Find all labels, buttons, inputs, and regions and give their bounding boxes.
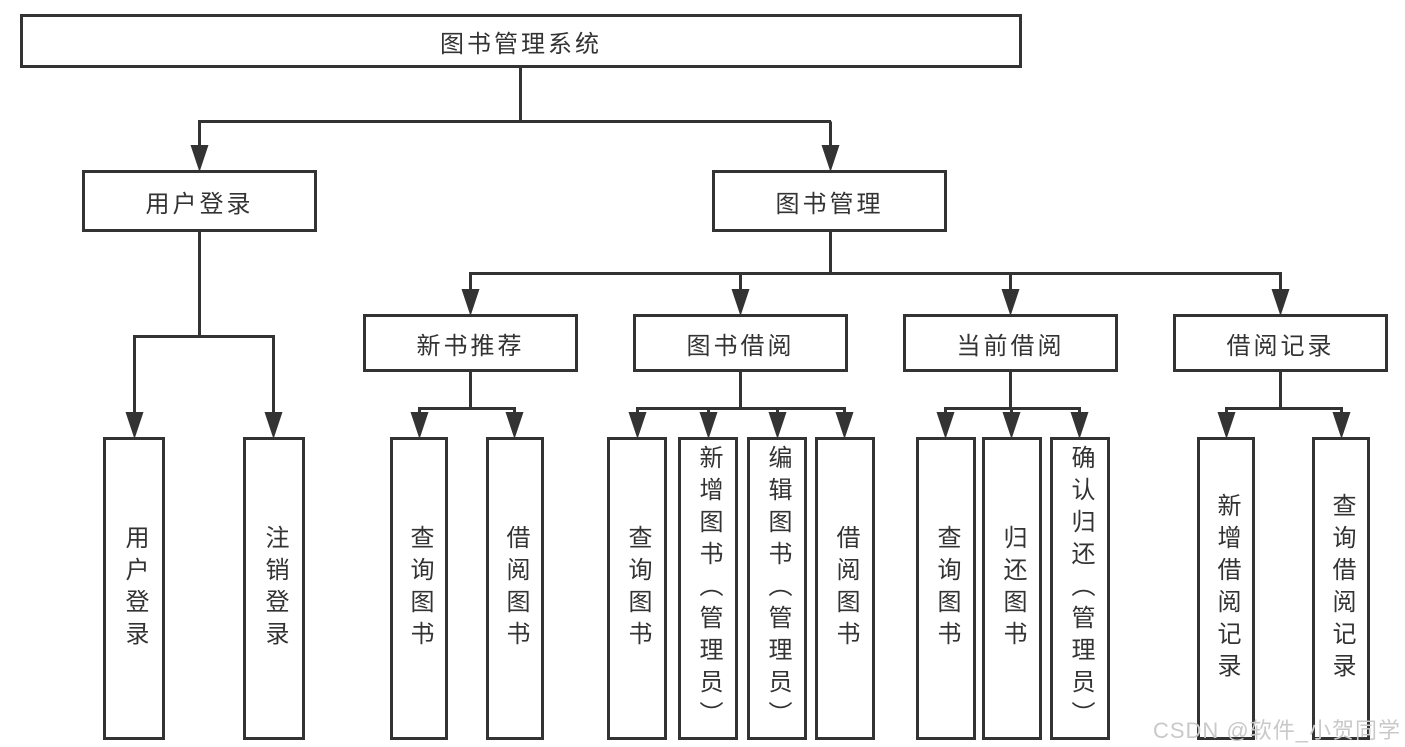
node-current-borrowing: 当前借阅 [903, 314, 1118, 372]
node-label: 用户登录 [121, 524, 148, 653]
node-label: 确认归还（管理员） [1067, 444, 1094, 733]
node-label: 借阅图书 [832, 524, 859, 653]
leaf-user-login: 用户登录 [103, 437, 165, 740]
leaf-borrow-books-borrowing: 借阅图书 [815, 437, 875, 740]
watermark: CSDN @软件_小贺同学 [1152, 718, 1401, 743]
node-borrowing-records: 借阅记录 [1173, 314, 1388, 372]
leaf-query-books-borrowing: 查询图书 [607, 437, 667, 740]
node-label: 注销登录 [261, 524, 288, 653]
node-book-management-system: 图书管理系统 [20, 14, 1022, 68]
node-label: 当前借阅 [956, 332, 1065, 360]
node-book-borrowing: 图书借阅 [633, 314, 848, 372]
node-label: 借阅图书 [502, 524, 529, 653]
node-label: 查询图书 [406, 524, 433, 653]
leaf-add-borrow-record: 新增借阅记录 [1197, 437, 1255, 740]
node-label: 新增借阅记录 [1213, 492, 1240, 685]
node-label: 图书借阅 [686, 332, 795, 360]
node-label: 图书管理 [775, 190, 884, 218]
leaf-logout: 注销登录 [243, 437, 305, 740]
leaf-query-books-recommend: 查询图书 [390, 437, 448, 740]
node-label: 查询图书 [624, 524, 651, 653]
leaf-add-books-admin: 新增图书（管理员） [678, 437, 738, 740]
node-label: 图书管理系统 [440, 30, 602, 58]
node-label: 新增图书（管理员） [695, 444, 722, 733]
leaf-query-books-current: 查询图书 [916, 437, 976, 740]
node-label: 借阅记录 [1226, 332, 1335, 360]
node-book-management: 图书管理 [712, 170, 947, 232]
leaf-borrow-books-recommend: 借阅图书 [486, 437, 544, 740]
leaf-query-borrow-record: 查询借阅记录 [1312, 437, 1370, 740]
node-label: 编辑图书（管理员） [764, 444, 791, 733]
node-label: 查询图书 [933, 524, 960, 653]
node-label: 新书推荐 [416, 332, 525, 360]
node-label: 用户登录 [145, 190, 254, 218]
leaf-edit-books-admin: 编辑图书（管理员） [747, 437, 807, 740]
leaf-confirm-return-admin: 确认归还（管理员） [1050, 437, 1110, 740]
node-label: 查询借阅记录 [1328, 492, 1355, 685]
node-user-login: 用户登录 [82, 170, 317, 232]
node-new-book-recommendation: 新书推荐 [363, 314, 578, 372]
leaf-return-books: 归还图书 [982, 437, 1042, 740]
node-label: 归还图书 [999, 524, 1026, 653]
